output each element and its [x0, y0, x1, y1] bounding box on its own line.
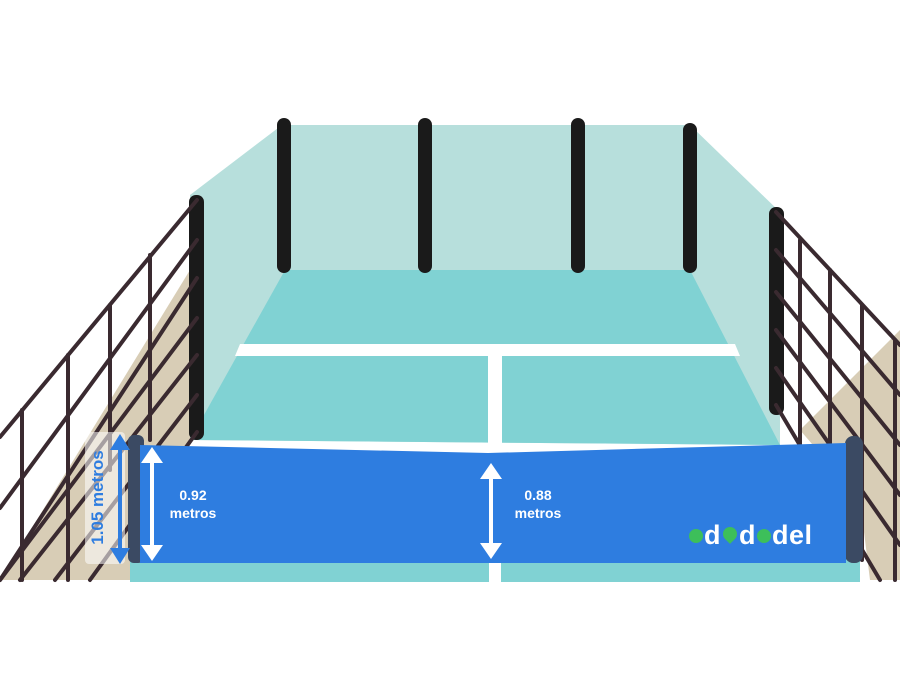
- back-post-1: [277, 118, 291, 273]
- net-side-value: 0.92: [179, 487, 207, 503]
- net-side-measure-label: 0.92 metros: [158, 486, 228, 522]
- net-side-unit: metros: [169, 505, 217, 521]
- brand-logo: d d del: [688, 518, 813, 552]
- net-center-value: 0.88: [524, 487, 552, 503]
- back-post-2: [418, 118, 432, 273]
- center-line-front: [489, 560, 501, 582]
- brand-text-2: d: [739, 519, 756, 550]
- net-post-right: [845, 436, 863, 563]
- service-line: [235, 344, 740, 356]
- post-height-measure-label: 1.05 metros: [88, 450, 107, 545]
- right-fence: [774, 210, 900, 582]
- back-post-3: [571, 118, 585, 273]
- padel-ball-icon: [689, 529, 703, 543]
- net-center-arrow: [480, 463, 502, 559]
- net-center-unit: metros: [514, 505, 562, 521]
- center-line: [488, 356, 502, 446]
- brand-text-1: d: [704, 519, 721, 550]
- net-center-measure-label: 0.88 metros: [500, 486, 576, 522]
- court-floor: [190, 270, 780, 445]
- location-pin-icon: [720, 524, 740, 544]
- net-side-arrow: [141, 447, 163, 561]
- back-post-4: [683, 123, 697, 273]
- post-height-arrow: [110, 434, 130, 564]
- left-fence: [0, 198, 199, 582]
- padel-ball-icon-2: [757, 529, 771, 543]
- post-height-highlight: [85, 432, 125, 564]
- brand-text-3: del: [772, 519, 813, 550]
- side-post-right: [769, 207, 784, 415]
